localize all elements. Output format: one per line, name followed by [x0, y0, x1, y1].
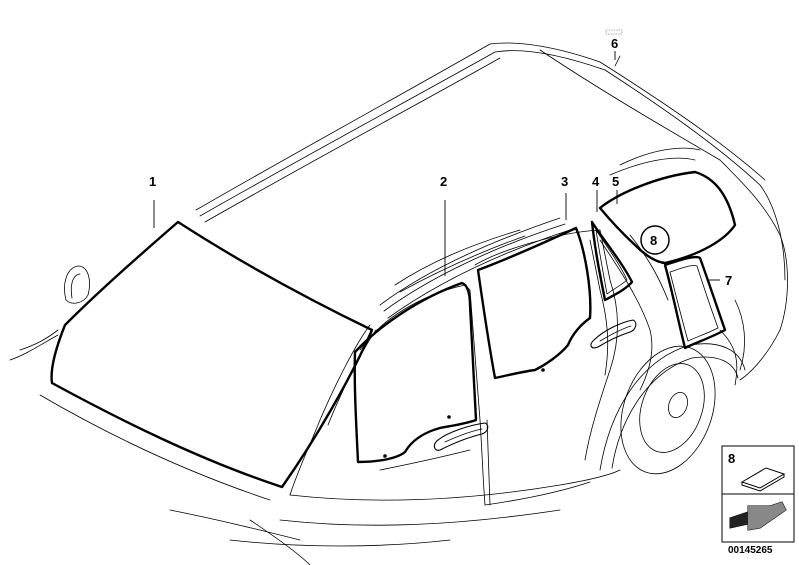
- callout-7: 7: [725, 273, 732, 288]
- callout-2: 2: [440, 174, 447, 189]
- rear-door-window-mark: [541, 368, 545, 372]
- front-door-window-mark-1: [383, 454, 387, 458]
- callout-3: 3: [561, 174, 568, 189]
- document-number: 00145265: [728, 545, 773, 556]
- callout-4: 4: [592, 174, 600, 189]
- windscreen-glass: [50, 220, 374, 489]
- rear-door-quarter-glass: [590, 220, 634, 302]
- callout-1: 1: [149, 174, 156, 189]
- legend-box: 8 00145265: [721, 445, 795, 556]
- part-8-circle: [640, 225, 670, 255]
- leader-lines: [153, 51, 720, 281]
- rear-side-window-glass: [598, 170, 737, 265]
- front-door-window-glass: [353, 281, 478, 464]
- part-6-marker: [605, 29, 623, 35]
- rear-door-window-glass: [476, 226, 592, 380]
- arrow-wedge-icon: [729, 501, 787, 531]
- adhesive-pad-icon: [740, 467, 786, 492]
- front-door-window-mark-2: [447, 415, 451, 419]
- callout-6: 6: [611, 36, 618, 51]
- car-body-outline: [9, 42, 788, 565]
- callout-5: 5: [612, 174, 619, 189]
- callout-8: 8: [650, 233, 657, 248]
- legend-item-label: 8: [728, 451, 735, 466]
- rear-quarter-glass: [663, 255, 727, 350]
- rear-quarter-glass-inner: [669, 265, 719, 342]
- rear-door-quarter-glass-inner: [595, 229, 628, 295]
